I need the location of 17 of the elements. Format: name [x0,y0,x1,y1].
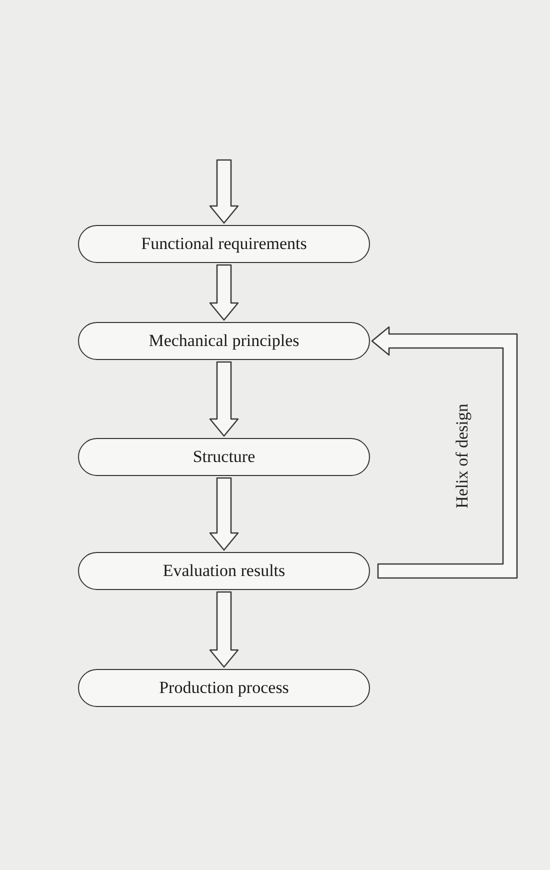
process-box [78,322,370,360]
hollow-arrow [209,361,239,437]
box-label: Structure [192,446,256,468]
process-box [78,225,370,263]
hollow-arrow [209,591,239,668]
box-label: Evaluation results [162,560,286,582]
hollow-arrow [209,159,239,224]
process-box [78,552,370,590]
process-box [78,669,370,707]
box-label: Functional requirements [141,233,307,256]
edge-label: Helix of design [454,404,470,508]
hollow-arrow [371,326,518,579]
process-box [78,438,370,476]
hollow-arrow [209,477,239,551]
box-label: Mechanical principles [148,330,300,352]
hollow-arrow [209,264,239,321]
box-label: Production process [159,677,289,700]
